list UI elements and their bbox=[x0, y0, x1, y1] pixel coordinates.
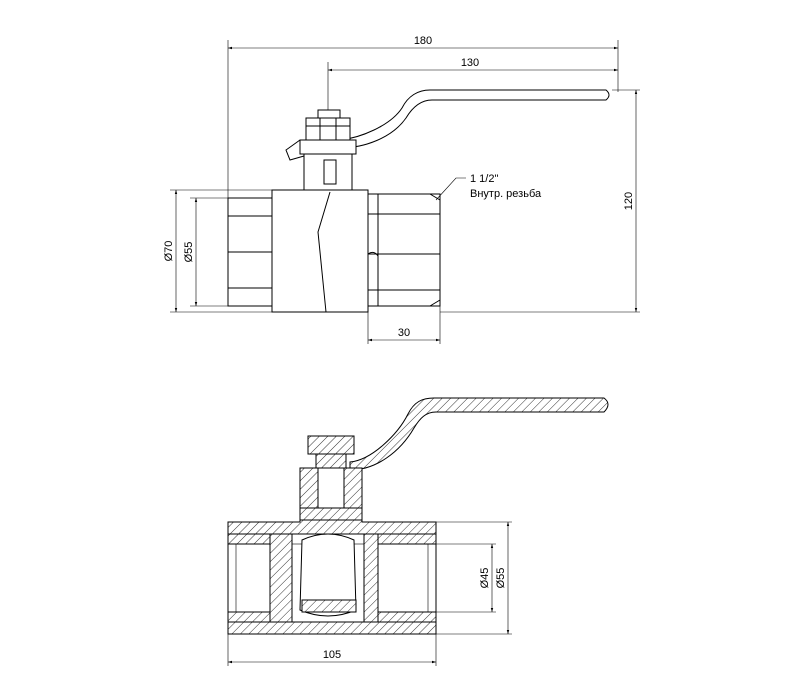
thread-size-label: 1 1/2" bbox=[470, 173, 498, 185]
lever-handle bbox=[339, 89, 610, 149]
thread-leader bbox=[435, 177, 466, 201]
dim-label-130: 130 bbox=[461, 57, 479, 69]
dim-label-d55-top: Ø55 bbox=[183, 242, 195, 263]
stem-nut bbox=[305, 117, 351, 141]
section-lever bbox=[349, 397, 609, 471]
dim-label-120: 120 bbox=[623, 192, 635, 210]
exterior-view bbox=[227, 89, 610, 313]
section-dimensions: Ø45 Ø55 105 bbox=[227, 521, 512, 666]
top-dimensions: 180 130 120 Ø70 Ø55 30 1 1/2" Внутр. рез… bbox=[163, 35, 640, 344]
right-end-connector bbox=[367, 193, 441, 307]
stem-cap bbox=[307, 435, 355, 455]
dim-label-180: 180 bbox=[414, 35, 432, 47]
section-view bbox=[227, 397, 609, 635]
dim-label-105: 105 bbox=[323, 649, 341, 661]
dim-label-30: 30 bbox=[398, 327, 410, 339]
ball-chamber bbox=[269, 533, 293, 623]
dim-label-d45: Ø45 bbox=[479, 568, 491, 589]
valve-neck bbox=[299, 139, 357, 155]
dim-label-d70: Ø70 bbox=[163, 241, 175, 262]
dim-label-d55-section: Ø55 bbox=[495, 568, 507, 589]
section-body bbox=[227, 519, 437, 535]
thread-type-label: Внутр. резьба bbox=[470, 188, 542, 200]
